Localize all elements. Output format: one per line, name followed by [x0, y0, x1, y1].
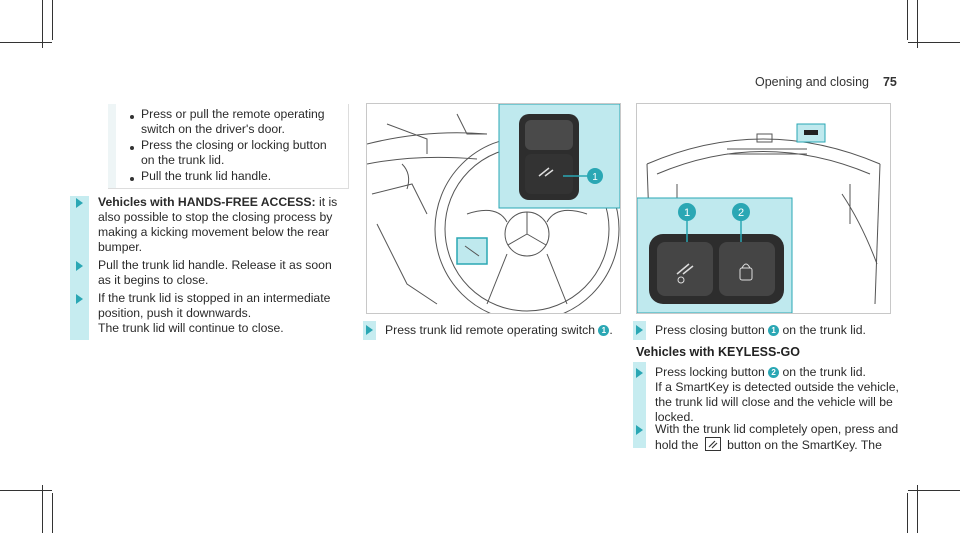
step-text: as it begins to close. [98, 273, 209, 287]
step-hands-free-rest: it is [315, 195, 338, 209]
step-text: locked. [655, 410, 694, 424]
callout-1: 1 [684, 207, 690, 219]
list-item: switch on the driver's door. [141, 122, 285, 136]
bullet [130, 146, 134, 150]
step-text: With the trunk lid completely open, pres… [655, 422, 899, 436]
crop-mark [917, 485, 918, 533]
callout-badge: 1 [598, 325, 610, 336]
list-item: Press or pull the remote operating [141, 107, 325, 121]
step-text: If the trunk lid is stopped in an interm… [98, 291, 331, 305]
page-number: 75 [882, 75, 897, 89]
step-text: also possible to stop the closing proces… [98, 210, 333, 224]
step-hold-post: button on the SmartKey. The [727, 438, 882, 452]
trunk-lid-illustration: 1 2 [637, 123, 881, 313]
step-text: the trunk lid will close and the vehicle… [655, 395, 893, 409]
bullet [130, 177, 134, 181]
crop-mark [917, 0, 918, 48]
crop-mark [907, 493, 908, 533]
step-arrow-icon [76, 261, 83, 271]
step-arrow-icon [366, 325, 373, 335]
list-item: on the trunk lid. [141, 153, 225, 167]
step-text: Press trunk lid remote operating switch … [385, 323, 613, 338]
step-text: position, push it downwards. [98, 306, 252, 320]
step-arrow-icon [636, 425, 643, 435]
figure-steering-wheel: 1 [366, 103, 621, 314]
crop-mark [52, 0, 53, 40]
list-item: Pull the trunk lid handle. [141, 169, 272, 183]
step-text: If a SmartKey is detected outside the ve… [655, 380, 899, 394]
list-bar [108, 104, 116, 188]
step-closing-pre: Press closing button [655, 323, 765, 337]
step-locking-post: on the trunk lid. [782, 365, 866, 379]
crop-mark [52, 493, 53, 533]
step-end: . [609, 323, 613, 337]
step-arrow-icon [636, 325, 643, 335]
callout-2: 2 [738, 207, 744, 219]
list-box [108, 104, 349, 189]
step-arrow-icon [76, 294, 83, 304]
step-text: Press locking button 2 on the trunk lid. [655, 365, 866, 380]
step-hands-free: Vehicles with HANDS-FREE ACCESS: it is [98, 195, 337, 210]
callout-badge: 1 [768, 325, 780, 336]
crop-mark [42, 0, 43, 48]
step-hold-pre: hold the [655, 438, 699, 452]
callout-badge: 2 [768, 367, 780, 378]
crop-mark [907, 0, 908, 40]
step-arrow-icon [636, 368, 643, 378]
crop-mark [0, 42, 52, 43]
step-text: making a kicking movement below the rear [98, 225, 329, 239]
subheading-keyless-go: Vehicles with KEYLESS-GO [636, 345, 800, 359]
crop-mark [908, 42, 960, 43]
step-locking-pre: Press locking button [655, 365, 765, 379]
list-item: Press the closing or locking button [141, 138, 327, 152]
step-text: Press closing button 1 on the trunk lid. [655, 323, 866, 338]
running-header: Opening and closing 75 [755, 75, 897, 89]
step-text: hold the button on the SmartKey. The [655, 437, 882, 453]
step-closing-post: on the trunk lid. [782, 323, 866, 337]
steering-wheel-illustration: 1 [367, 104, 620, 313]
trunk-open-icon [704, 437, 721, 451]
figure-trunk-lid: 1 2 [636, 103, 891, 314]
section-title: Opening and closing [755, 75, 869, 89]
step-text: The trunk lid will continue to close. [98, 321, 284, 335]
step-hands-free-title: Vehicles with HANDS-FREE ACCESS: [98, 195, 316, 209]
callout-1: 1 [592, 172, 598, 183]
bullet [130, 115, 134, 119]
step-text: bumper. [98, 240, 143, 254]
crop-mark [0, 490, 52, 491]
step-arrow-icon [76, 198, 83, 208]
step-text: Pull the trunk lid handle. Release it as… [98, 258, 332, 272]
crop-mark [908, 490, 960, 491]
step-remote-switch: Press trunk lid remote operating switch [385, 323, 595, 337]
crop-mark [42, 485, 43, 533]
